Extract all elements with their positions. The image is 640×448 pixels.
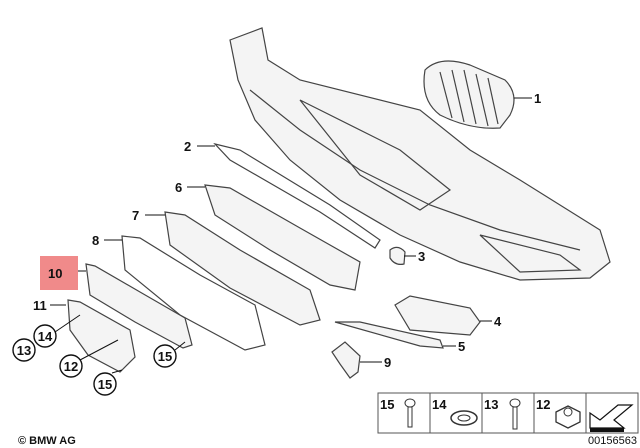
- callout-15[interactable]: 15: [158, 349, 172, 364]
- highlight-box: [40, 256, 78, 290]
- bumper-cover: [229, 27, 611, 281]
- washer-icon: [450, 410, 478, 426]
- trim-5: [334, 321, 444, 349]
- copyright-text: © BMW AG: [18, 435, 76, 447]
- fastener-legend: 15 14 13 12: [377, 392, 639, 434]
- callout-1[interactable]: 1: [534, 91, 541, 106]
- callout-11[interactable]: 11: [33, 298, 47, 313]
- callout-7[interactable]: 7: [132, 208, 139, 223]
- callout-10[interactable]: 10: [48, 266, 62, 281]
- kidney-grille: [423, 60, 515, 129]
- callout-6[interactable]: 6: [175, 180, 182, 195]
- trim-strip-2: [213, 142, 381, 249]
- callout-3[interactable]: 3: [418, 249, 425, 264]
- callout-9[interactable]: 9: [384, 355, 391, 370]
- callout-2[interactable]: 2: [184, 139, 191, 154]
- legend-14: 14: [432, 397, 447, 412]
- licence-plate-base-10: [85, 263, 193, 349]
- arrow-icon: [589, 404, 634, 432]
- callout-15[interactable]: 15: [98, 377, 112, 392]
- callout-8[interactable]: 8: [92, 233, 99, 248]
- diagram-number: 00156563: [588, 435, 637, 447]
- callout-12[interactable]: 12: [64, 359, 78, 374]
- clip-9: [331, 341, 361, 379]
- fog-light-grille-4: [394, 295, 481, 336]
- cover-3: [389, 246, 406, 265]
- screw-icon: [404, 398, 416, 428]
- callout-4[interactable]: 4: [494, 314, 502, 329]
- frame-8: [121, 235, 266, 351]
- legend-15: 15: [380, 397, 394, 412]
- grille-6: [204, 184, 361, 291]
- licence-plate-bracket-11: [67, 299, 136, 373]
- callout-13[interactable]: 13: [17, 343, 31, 358]
- screw-icon: [509, 398, 521, 430]
- nut-icon: [555, 405, 581, 429]
- callout-5[interactable]: 5: [458, 339, 465, 354]
- legend-12: 12: [536, 397, 550, 412]
- grille-7: [164, 211, 321, 326]
- callout-14[interactable]: 14: [38, 329, 53, 344]
- legend-13: 13: [484, 397, 498, 412]
